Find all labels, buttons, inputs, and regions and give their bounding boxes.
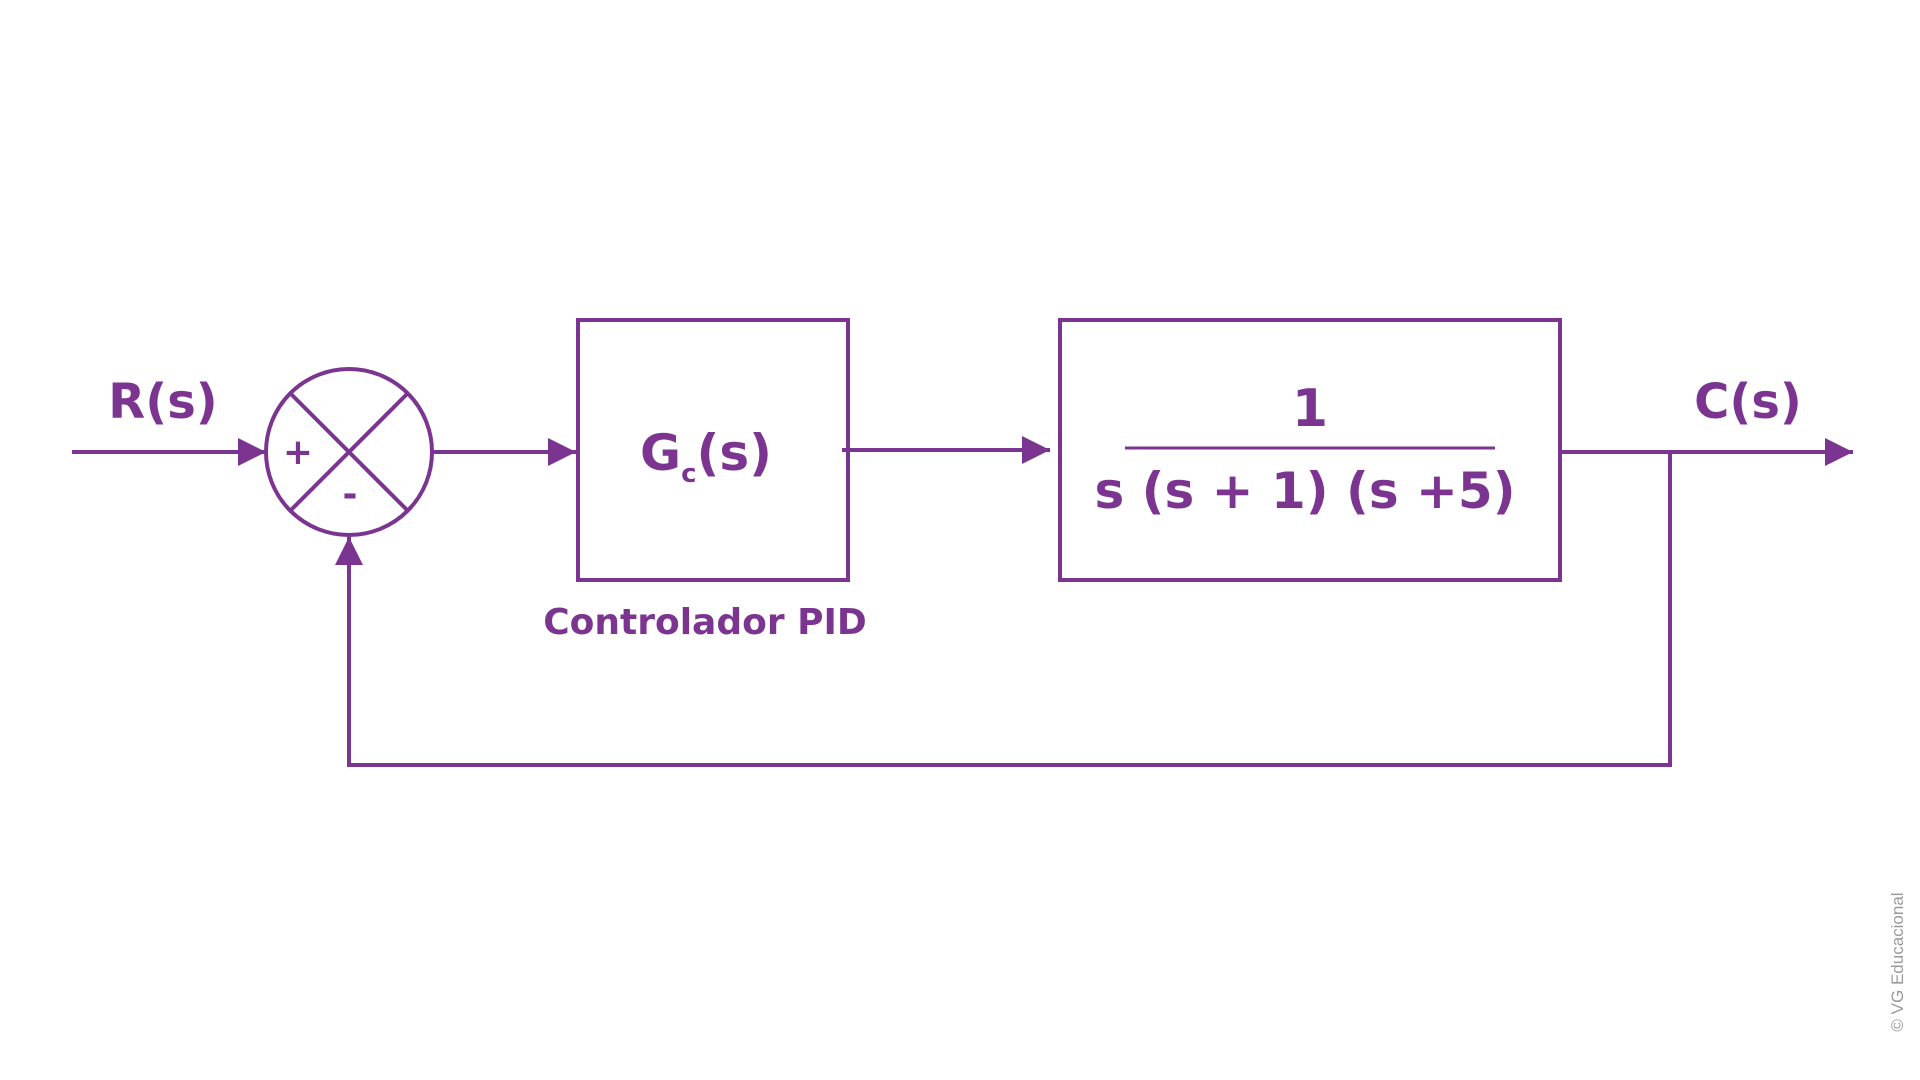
controller-argument: (s) <box>697 424 772 482</box>
controller-subscript: c <box>681 459 696 489</box>
plus-sign: + <box>283 432 313 473</box>
credit-watermark: © VG Educacional <box>1888 892 1907 1031</box>
input-label: R(s) <box>108 374 217 430</box>
controller-caption: Controlador PID <box>543 602 867 643</box>
summing-junction-cross-b <box>288 391 410 513</box>
controller-transfer-function: Gc(s) <box>640 424 772 489</box>
plant-numerator: 1 <box>1292 379 1328 439</box>
controller-main-symbol: G <box>640 424 681 482</box>
minus-sign: - <box>343 474 358 515</box>
feedback-path <box>335 452 1672 767</box>
output-label: C(s) <box>1694 374 1802 430</box>
plant-block <box>1058 318 1562 582</box>
plant-denominator: s (s + 1) (s +5) <box>1094 462 1515 520</box>
